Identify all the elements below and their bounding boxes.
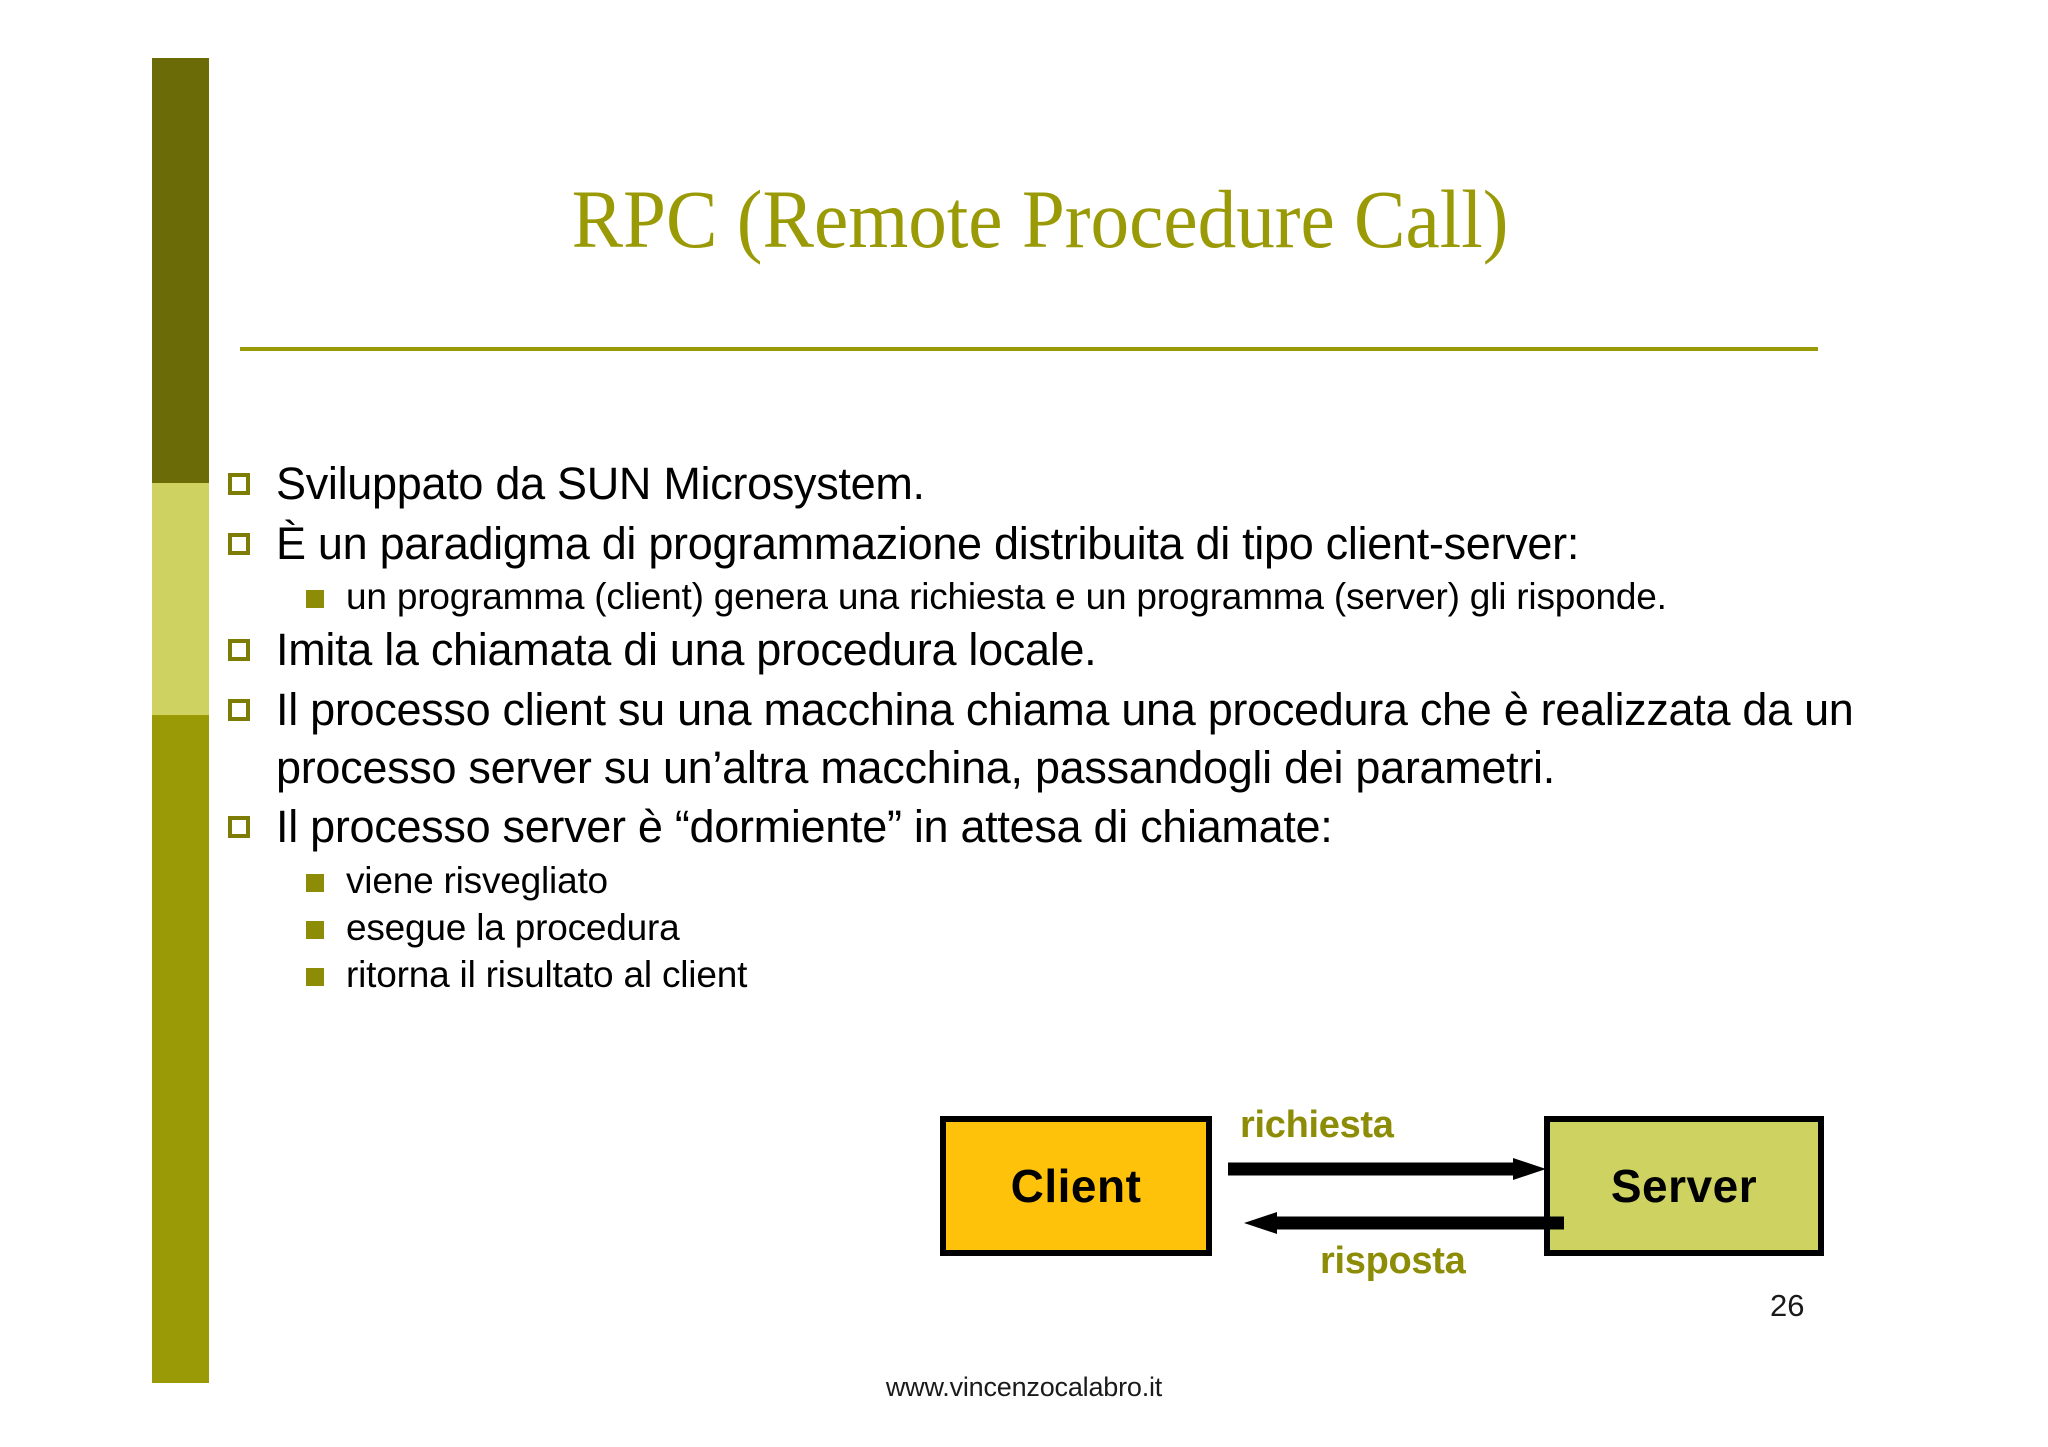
client-box: Client: [940, 1116, 1212, 1256]
sub-list: viene risvegliato esegue la procedura ri…: [228, 858, 1868, 997]
list-item-label: È un paradigma di programmazione distrib…: [276, 517, 1580, 569]
response-arrow-icon: [1244, 1212, 1564, 1234]
sidebar-decoration: [152, 58, 209, 1383]
list-item: Imita la chiamata di una procedura local…: [228, 621, 1868, 679]
bullet-square-filled-icon: [306, 873, 324, 892]
bullet-list: Sviluppato da SUN Microsystem. È un para…: [228, 455, 1868, 999]
page-number: 26: [1770, 1288, 1805, 1323]
list-item-label: Imita la chiamata di una procedura local…: [276, 624, 1097, 676]
bullet-square-outline-icon: [228, 473, 250, 495]
sub-list-item-label: esegue la procedura: [346, 906, 680, 948]
server-box: Server: [1544, 1116, 1824, 1256]
client-box-label: Client: [1010, 1160, 1142, 1212]
sub-list-item: un programma (client) genera una richies…: [306, 574, 1868, 619]
sub-list-item-label: viene risvegliato: [346, 859, 608, 901]
page-title: RPC (Remote Procedure Call): [571, 173, 1509, 265]
bullet-square-outline-icon: [228, 639, 250, 662]
sub-list-item: viene risvegliato: [306, 858, 1868, 903]
bullet-square-filled-icon: [306, 920, 324, 939]
sub-list-item: esegue la procedura: [306, 905, 1868, 950]
bullet-square-filled-icon: [306, 967, 324, 986]
list-item-label: Sviluppato da SUN Microsystem.: [276, 458, 925, 509]
bullet-square-outline-icon: [228, 532, 250, 555]
sub-list-item-label: ritorna il risultato al client: [346, 953, 748, 995]
request-arrow-icon: [1228, 1158, 1546, 1180]
sidebar-segment-top: [152, 58, 209, 483]
list-item: Il processo client su una macchina chiam…: [228, 681, 1868, 796]
bullet-square-filled-icon: [306, 590, 324, 609]
sub-list-item-label: un programma (client) genera una richies…: [346, 576, 1667, 618]
sidebar-segment-middle: [152, 483, 209, 715]
sidebar-segment-bottom: [152, 715, 209, 1383]
list-item: Sviluppato da SUN Microsystem.: [228, 455, 1868, 513]
list-item: È un paradigma di programmazione distrib…: [228, 515, 1868, 573]
bullet-square-outline-icon: [228, 816, 250, 839]
footer-url: www.vincenzocalabro.it: [885, 1372, 1163, 1402]
sub-list: un programma (client) genera una richies…: [228, 574, 1868, 619]
title-divider: [240, 347, 1818, 351]
server-box-label: Server: [1610, 1160, 1758, 1212]
request-label: richiesta: [1240, 1104, 1394, 1146]
list-item-label: Il processo server è “dormiente” in atte…: [276, 801, 1333, 853]
rpc-diagram: Client Server richiesta risposta: [940, 1100, 1840, 1330]
list-item: Il processo server è “dormiente” in atte…: [228, 798, 1868, 856]
sub-list-item: ritorna il risultato al client: [306, 952, 1868, 997]
bullet-square-outline-icon: [228, 698, 250, 721]
list-item-label: Il processo client su una macchina chiam…: [276, 683, 1854, 793]
response-label: risposta: [1320, 1240, 1466, 1282]
